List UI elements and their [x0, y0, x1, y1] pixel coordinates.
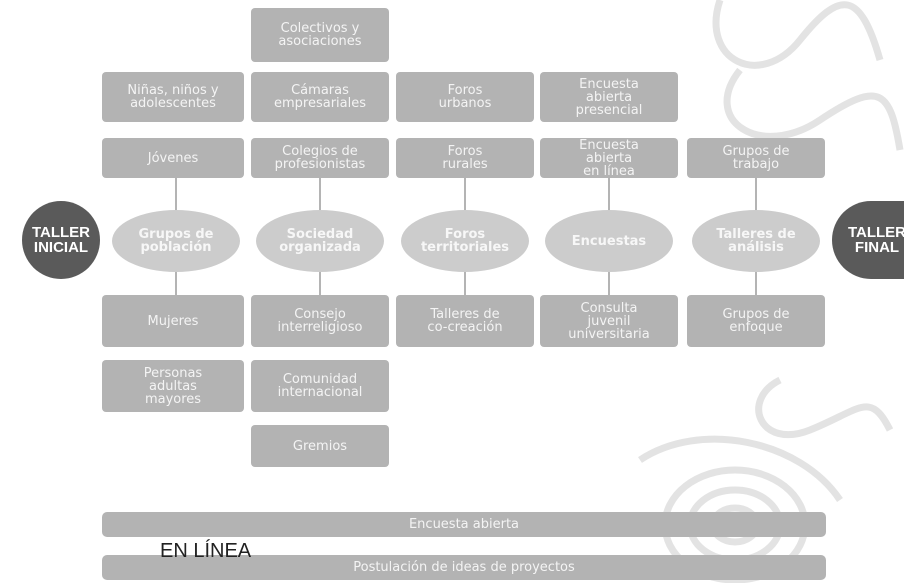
hub-sociedad-organizada: Sociedad organizada — [256, 210, 384, 272]
node-consulta-juvenil: Consulta juvenil universitaria — [540, 295, 678, 347]
node-talleres-cocreacion: Talleres de co-creación — [396, 295, 534, 347]
node-grupos-enfoque: Grupos de enfoque — [687, 295, 825, 347]
node-colegios: Colegios de profesionistas — [251, 138, 389, 178]
node-foros-urbanos: Foros urbanos — [396, 72, 534, 122]
hub-foros-territoriales: Foros territoriales — [401, 210, 529, 272]
node-personas-adultas: Personas adultas mayores — [102, 360, 244, 412]
node-camaras: Cámaras empresariales — [251, 72, 389, 122]
bar-encuesta-abierta: Encuesta abierta — [102, 512, 826, 537]
node-gremios: Gremios — [251, 425, 389, 467]
node-foros-rurales: Foros rurales — [396, 138, 534, 178]
hub-talleres-analisis: Talleres de análisis — [692, 210, 820, 272]
node-encuesta-linea: Encuesta abierta en línea — [540, 138, 678, 178]
hub-grupos-poblacion: Grupos de población — [112, 210, 240, 272]
node-comunidad: Comunidad internacional — [251, 360, 389, 412]
hub-encuestas: Encuestas — [545, 210, 673, 272]
node-colectivos: Colectivos y asociaciones — [251, 8, 389, 62]
node-consejo: Consejo interreligioso — [251, 295, 389, 347]
node-grupos-trabajo: Grupos de trabajo — [687, 138, 825, 178]
node-jovenes: Jóvenes — [102, 138, 244, 178]
taller-final-node: TALLER FINAL — [832, 201, 904, 279]
en-linea-label: EN LÍNEA — [160, 540, 252, 562]
node-mujeres: Mujeres — [102, 295, 244, 347]
bar-postulacion-ideas: Postulación de ideas de proyectos — [102, 555, 826, 580]
node-ninas-ninos: Niñas, niños y adolescentes — [102, 72, 244, 122]
node-encuesta-presencial: Encuesta abierta presencial — [540, 72, 678, 122]
taller-inicial-node: TALLER INICIAL — [22, 201, 100, 279]
